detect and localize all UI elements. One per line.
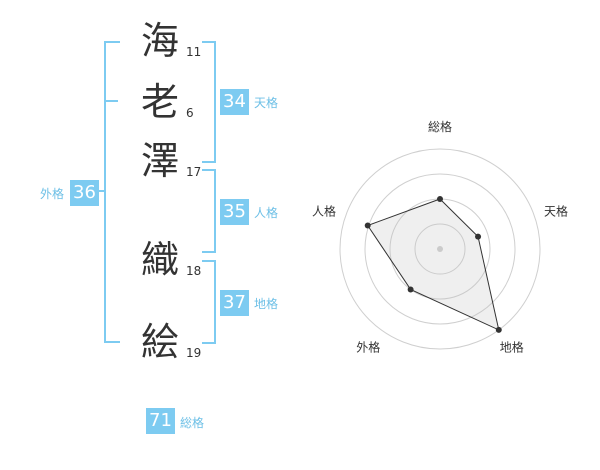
radar-point-3 [407,286,414,293]
radar-point-0 [437,196,443,202]
radar-point-4 [364,222,371,229]
radar-axis-label-2: 地格 [500,340,524,355]
jinkaku-label: 人格 [254,206,279,220]
kanji-1: 海 [140,19,179,63]
soukaku-label: 総格 [180,416,205,430]
chikaku-label: 地格 [254,297,279,311]
kanji-2: 老 [140,80,179,124]
radar-axis-label-4: 人格 [312,203,336,218]
tenkaku-value: 34 [220,89,249,115]
radar-axis-label-0: 総格 [428,119,452,134]
kanji-5: 絵 [140,320,179,364]
radar-ring-1 [414,223,466,275]
tenkaku-bracket [202,41,216,163]
chikaku-value: 37 [220,290,249,316]
stroke-count-1: 11 [186,45,202,59]
kanji-4: 織 [140,238,179,282]
stroke-count-5: 19 [186,346,202,360]
radar-ring-3 [364,173,516,325]
soukaku-value: 71 [146,408,175,434]
radar-axis-label-1: 天格 [544,203,568,218]
radar-center [437,246,443,252]
gaikaku-bracket [104,41,120,343]
stroke-count-4: 18 [186,264,202,278]
radar-axis-label-3: 外格 [356,340,380,355]
jinkaku-value: 35 [220,199,249,225]
radar-points [364,196,502,333]
stroke-count-3: 17 [186,165,202,179]
radar-area [366,198,500,331]
gaikaku-value: 36 [70,180,99,206]
gaikaku-bracket-tick-1 [104,100,118,102]
gaikaku-label: 外格 [40,187,65,201]
radar-ring-4 [339,148,541,350]
stroke-count-2: 6 [186,106,194,120]
radar-point-1 [475,233,482,240]
tenkaku-label: 天格 [254,96,279,110]
jinkaku-bracket [202,169,216,253]
kanji-3: 澤 [140,139,179,183]
radar-point-2 [495,326,502,333]
chikaku-bracket [202,260,216,344]
